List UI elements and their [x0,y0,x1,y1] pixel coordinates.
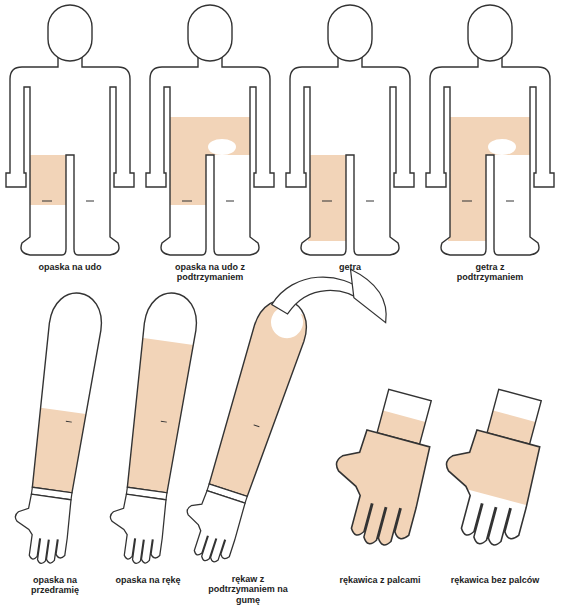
glove-figure [417,378,563,561]
body-figure [286,5,414,255]
figure-caption: rękawica z palcami [334,575,426,585]
glove-figure [304,378,473,574]
figure-caption: getra z podtrzymaniem [444,262,536,283]
arm-figure [9,289,109,568]
figure-caption: opaska na udo [24,262,116,272]
body-figure [6,5,134,255]
arm-figure [104,289,204,568]
figure-caption: rękawica bez palców [449,575,541,585]
figure-caption: rękaw z podtrzymaniem na gumę [202,574,294,605]
body-figure [146,5,274,255]
figure-caption: opaska na przedramię [9,575,101,596]
figure-caption: getra [304,262,396,272]
body-figure [426,5,554,255]
figure-caption: opaska na udo z podtrzymaniem [164,262,256,283]
figure-caption: opaska na rękę [102,575,194,585]
